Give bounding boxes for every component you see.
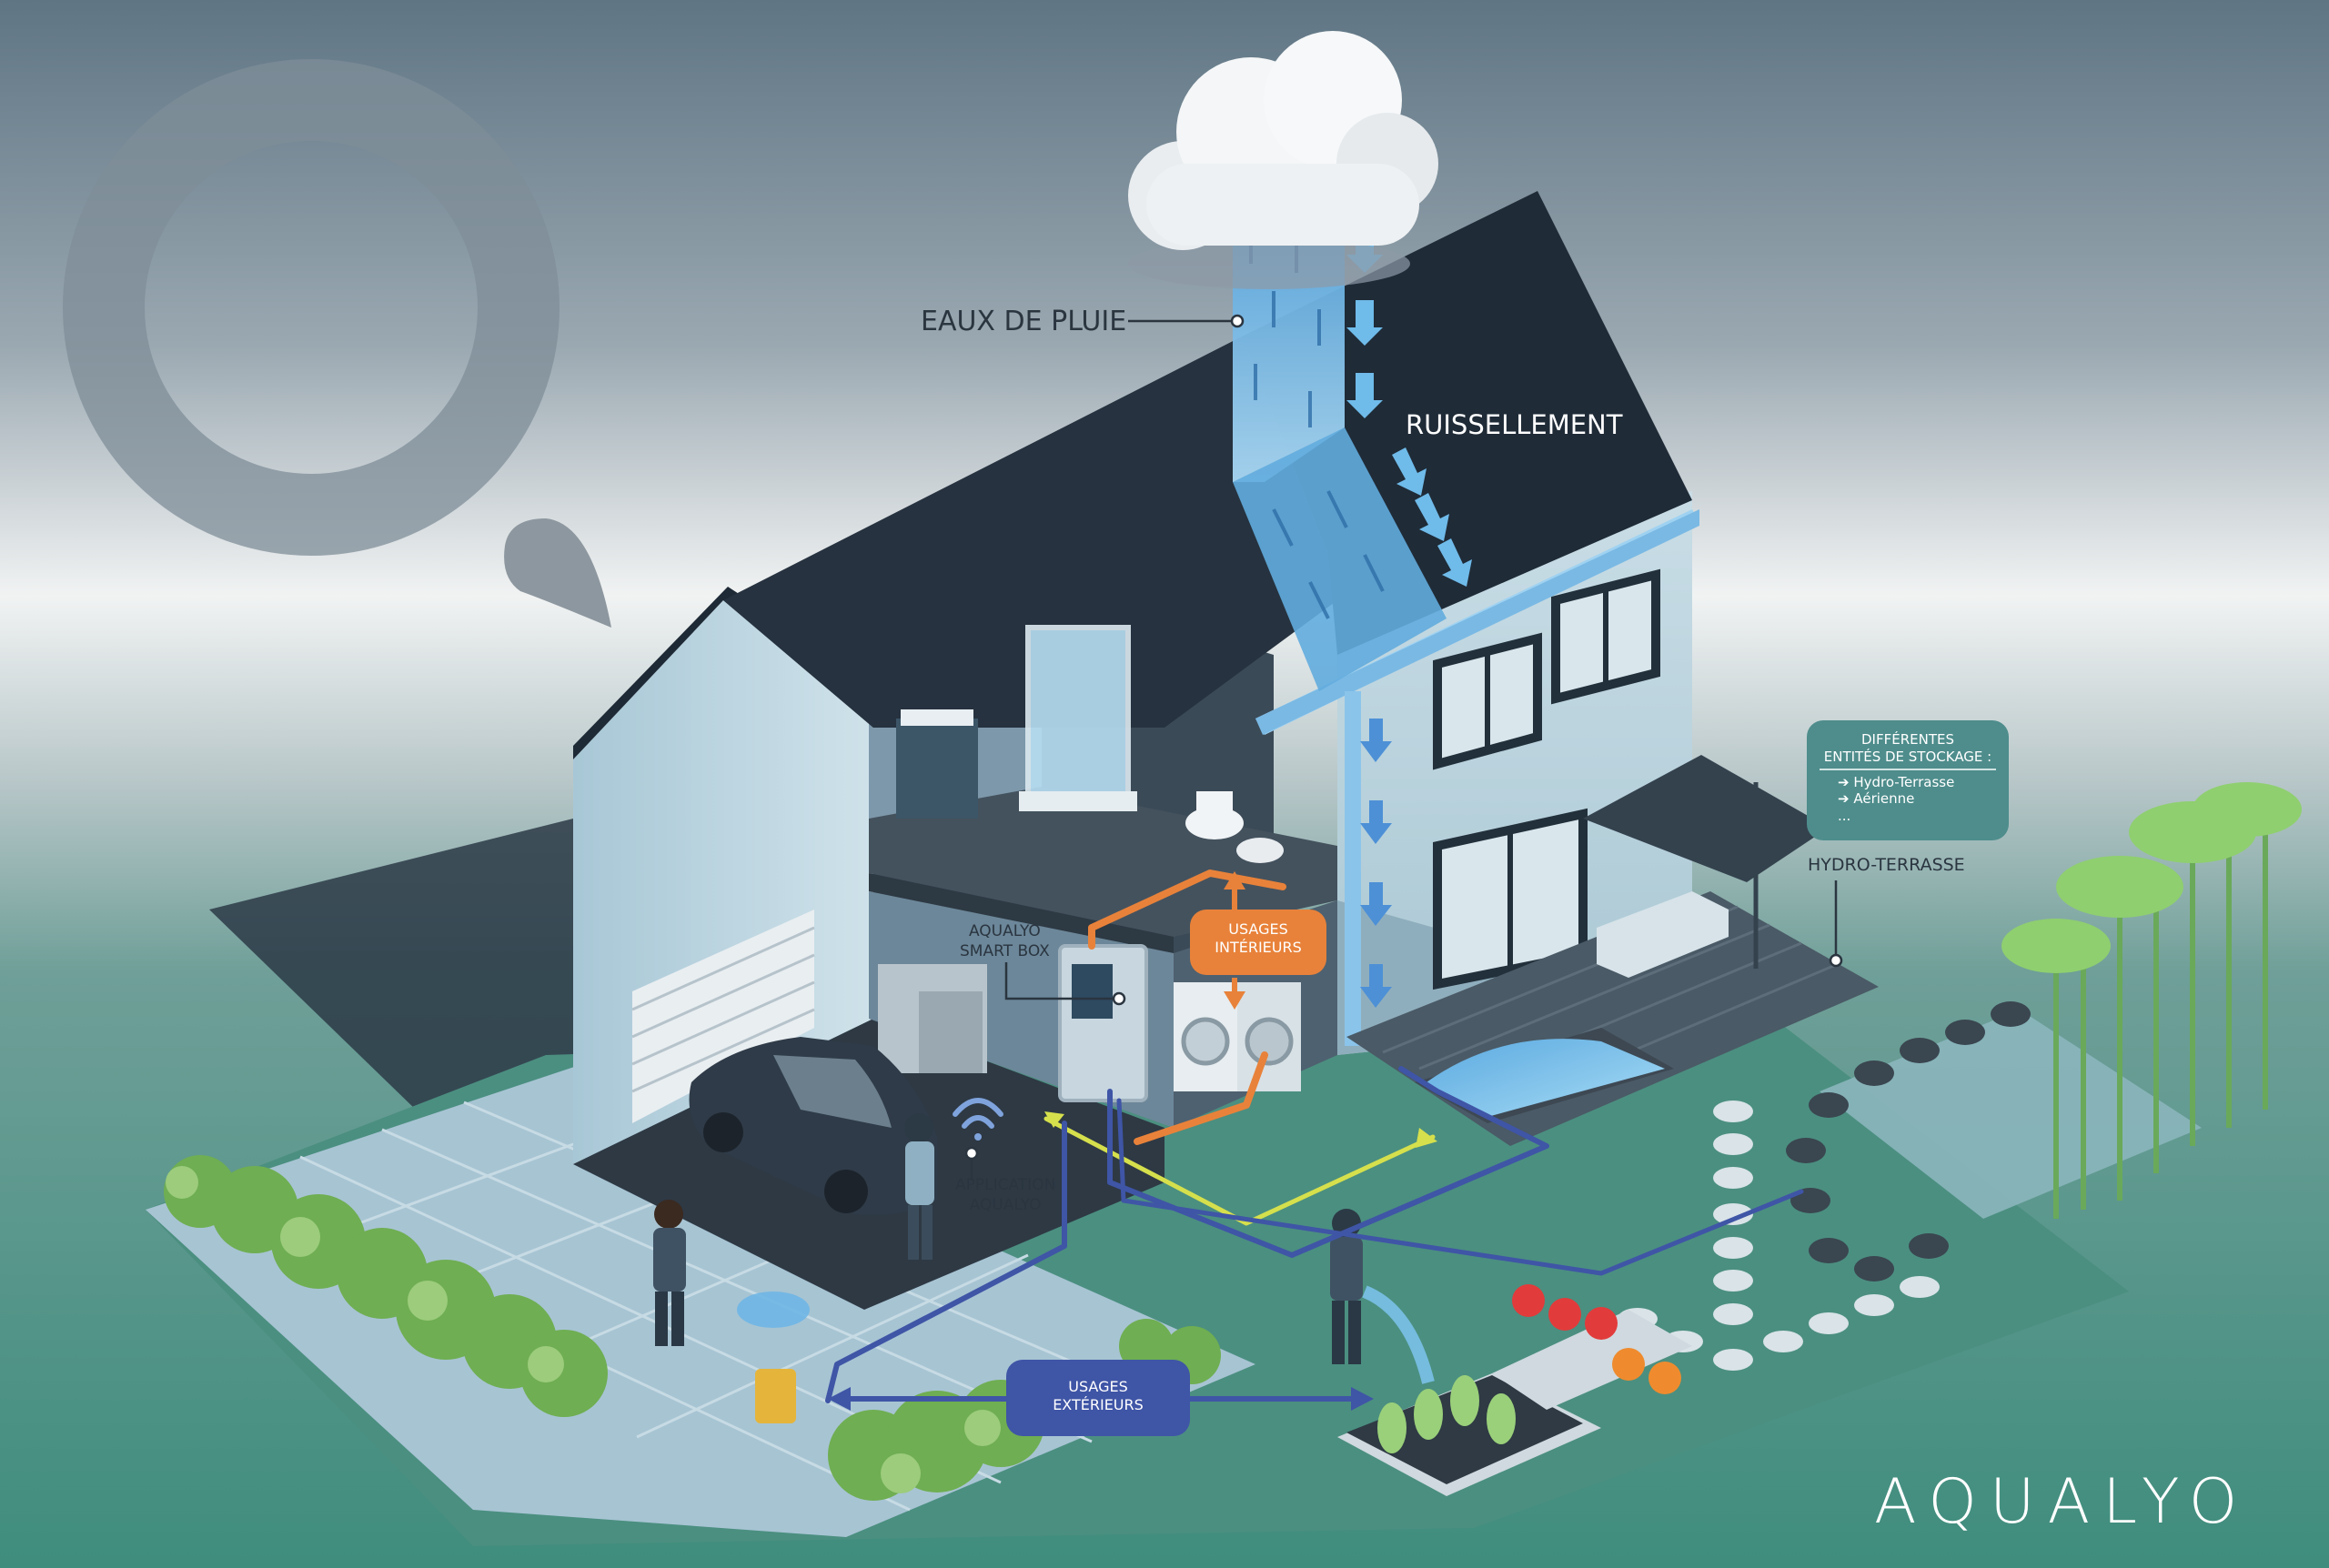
rain-drop-icon bbox=[504, 518, 611, 628]
label-app: APPLICATION AQUALYO bbox=[955, 1175, 1055, 1215]
pipe-indoor-orange bbox=[1088, 869, 1286, 950]
storage-item: ➔ Hydro-Terrasse bbox=[1838, 773, 1955, 790]
callout-outdoor-uses: USAGES EXTÉRIEURS bbox=[1006, 1360, 1190, 1436]
callout-outdoor-line1: USAGES bbox=[1068, 1378, 1128, 1395]
label-smart-box-line1: AQUALYO bbox=[968, 922, 1041, 940]
callout-indoor-line2: INTÉRIEURS bbox=[1215, 939, 1302, 956]
pipe-blue bbox=[1107, 1066, 1549, 1258]
roof-main bbox=[723, 337, 1337, 728]
label-runoff: RUISSELLEMENT bbox=[1406, 409, 1623, 440]
callout-outdoor-line2: EXTÉRIEURS bbox=[1053, 1396, 1144, 1413]
label-rainwater: EAUX DE PLUIE bbox=[921, 306, 1127, 337]
callout-indoor-line1: USAGES bbox=[1228, 920, 1288, 938]
label-hydro-terrasse: HYDRO-TERRASSE bbox=[1808, 855, 1965, 875]
storage-title-line2: ENTITÉS DE STOCKAGE : bbox=[1820, 749, 1996, 770]
brand-logo: AQUALYO bbox=[1874, 1466, 2251, 1538]
label-app-line2: AQUALYO bbox=[969, 1196, 1042, 1215]
label-smart-box-line2: SMART BOX bbox=[960, 942, 1050, 961]
cloud-icon bbox=[1128, 31, 1438, 289]
storage-entities-box: DIFFÉRENTES ENTITÉS DE STOCKAGE : ➔ Hydr… bbox=[1807, 720, 2009, 840]
person-pressure-washer bbox=[653, 1200, 810, 1423]
indoor-arrows bbox=[1224, 871, 1245, 1010]
pipe-yellow bbox=[1044, 1116, 1436, 1226]
callout-indoor-uses: USAGES INTÉRIEURS bbox=[1190, 910, 1326, 975]
storage-title-line1: DIFFÉRENTES bbox=[1861, 731, 1954, 748]
storage-item: ➔ Aérienne bbox=[1838, 790, 1915, 808]
wifi-icon bbox=[953, 1098, 1003, 1141]
label-app-line1: APPLICATION bbox=[955, 1176, 1056, 1194]
outdoor-arrows bbox=[828, 1387, 1374, 1411]
person-with-phone bbox=[904, 1113, 934, 1260]
storage-item: ... bbox=[1838, 808, 1851, 824]
car bbox=[689, 1037, 937, 1215]
label-smart-box: AQUALYO SMART BOX bbox=[960, 921, 1050, 961]
sun-ring-icon bbox=[63, 59, 560, 556]
